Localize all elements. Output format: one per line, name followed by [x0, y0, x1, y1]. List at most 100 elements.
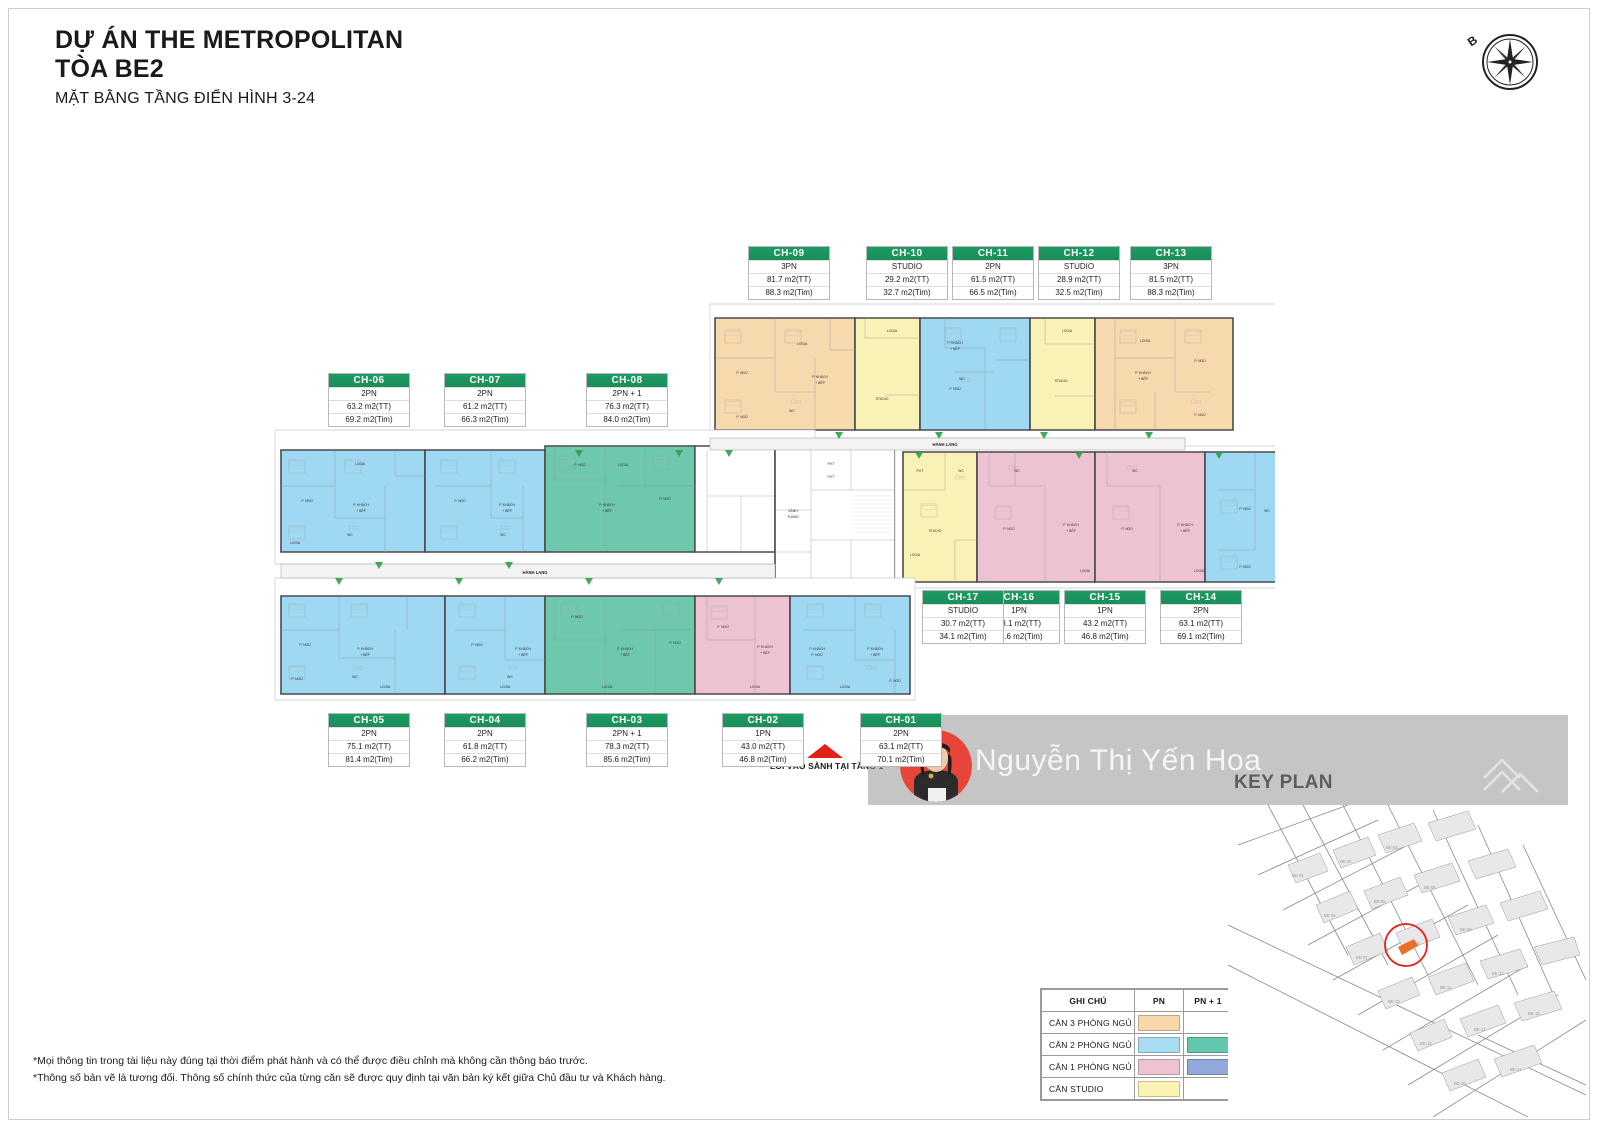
room-label: LOGIA [910, 553, 921, 557]
room-label: P. NGỦ [454, 498, 466, 503]
room-label: P. KHÁCH [947, 341, 963, 345]
room-label: WC [347, 533, 353, 537]
entry-arrow-icon [805, 742, 845, 760]
floor-subtitle: MẶT BẰNG TẦNG ĐIỂN HÌNH 3-24 [55, 90, 316, 107]
note-line-1: *Mọi thông tin trong tài liệu này đúng t… [33, 1055, 588, 1067]
unit-area-tt: 29.2 m2(TT) [867, 273, 947, 286]
unit-area-tt: 30.7 m2(TT) [923, 617, 1003, 630]
unit-code: CH-03 [587, 714, 667, 727]
room-label: P. NGỦ [811, 652, 823, 657]
room-label: LOGIA [1194, 569, 1205, 573]
svg-text:BE-16: BE-16 [1454, 1081, 1466, 1086]
room-label: WC [789, 409, 795, 413]
room-label: + BẾP [518, 652, 528, 657]
room-label: LOGIA [290, 541, 301, 545]
svg-text:BE-07: BE-07 [1356, 955, 1368, 960]
entry-label: LỐI VÀO SẢNH TẠI TẦNG 1 [770, 761, 884, 771]
unit-area-tt: 63.1 m2(TT) [1161, 617, 1241, 630]
plan-block-middle-left: P. NGỦ LOGIA P. KHÁCH + BẾP WC LOGIA P. … [274, 429, 816, 565]
room-label: + BẾP [950, 346, 960, 351]
legend-row: CĂN 2 PHÒNG NGỦ [1041, 1033, 1233, 1056]
room-label: LOGIA [1140, 339, 1151, 343]
unit-area-tt: 43.2 m2(TT) [1065, 617, 1145, 630]
room-label: LOGIA [380, 685, 391, 689]
room-label: P. KHÁCH [867, 647, 883, 651]
room-label: STUDIO [1055, 379, 1068, 383]
room-label: P. NGỦ [669, 640, 681, 645]
unit-type: STUDIO [867, 260, 947, 273]
compass-rose-icon: B [1465, 30, 1542, 94]
unit-type: STUDIO [1039, 260, 1119, 273]
unit-area-tim: 88.3 m2(Tim) [1131, 286, 1211, 299]
legend-row: CĂN 1 PHÒNG NGỦ [1041, 1055, 1233, 1078]
room-label: P. NGỦ [1194, 412, 1206, 417]
legend-header-pn: PN [1134, 989, 1184, 1012]
unit-type: 2PN [953, 260, 1033, 273]
room-label: P. NGỦ [301, 498, 313, 503]
room-label: + BẾP [1180, 528, 1190, 533]
svg-text:BE-04: BE-04 [1324, 913, 1336, 918]
unit-code: CH-04 [445, 714, 525, 727]
unit-code: CH-13 [1131, 247, 1211, 260]
room-label: LOGIA [500, 685, 511, 689]
room-label: P. NGỦ [889, 678, 901, 683]
lobby-stair-label: SẢNH [788, 508, 798, 513]
unit-area-tim: 32.7 m2(Tim) [867, 286, 947, 299]
unit-area-tt: 81.5 m2(TT) [1131, 273, 1211, 286]
unit-area-tt: 81.7 m2(TT) [749, 273, 829, 286]
unit-area-tim: 85.6 m2(Tim) [587, 753, 667, 766]
legend-header-pn1: PN + 1 [1183, 989, 1233, 1012]
project-name-line1: DỰ ÁN THE METROPOLITAN [55, 26, 404, 54]
unit-type: 2PN [329, 387, 409, 400]
plan-core-lobby: SẢNH THANG P.KT P.KT [774, 445, 896, 601]
room-label: P. KHÁCH [1135, 371, 1151, 375]
room-label: LOGIA [887, 329, 898, 333]
room-label: + BẾP [870, 652, 880, 657]
unit-type: 2PN [445, 727, 525, 740]
room-label: WC [959, 377, 965, 381]
agent-name: Nguyễn Thị Yến Hoa [975, 744, 1262, 777]
unit-type: 2PN [329, 727, 409, 740]
room-label: + BẾP [602, 508, 612, 513]
room-label: P. NGỦ [736, 414, 748, 419]
unit-area-tim: 34.1 m2(Tim) [923, 630, 1003, 643]
legend-swatch-pn [1134, 1011, 1184, 1034]
legend-row-label: CĂN 2 PHÒNG NGỦ [1041, 1033, 1135, 1056]
unit-code: CH-12 [1039, 247, 1119, 260]
unit-code: CH-07 [445, 374, 525, 387]
room-label: WC [1132, 469, 1138, 473]
unit-area-tim: 66.5 m2(Tim) [953, 286, 1033, 299]
unit-code: CH-17 [923, 591, 1003, 604]
unit-code: CH-09 [749, 247, 829, 260]
svg-text:BE-06: BE-06 [1424, 885, 1436, 890]
svg-text:BE-13: BE-13 [1420, 1041, 1432, 1046]
unit-type: 3PN [749, 260, 829, 273]
unit-area-tim: 46.8 m2(Tim) [723, 753, 803, 766]
plan-block-middle-right: STUDIO WC LOGIA P.KT P. NGỦ WC P. KHÁCH … [894, 445, 1275, 589]
unit-type: 1PN [1065, 604, 1145, 617]
room-label: P. KHÁCH [1177, 523, 1193, 527]
unit-type: 2PN + 1 [587, 387, 667, 400]
legend-swatch-pn [1134, 1055, 1184, 1078]
svg-text:BE-03: BE-03 [1386, 845, 1398, 850]
unit-type: 2PN [1161, 604, 1241, 617]
lobby-stair-label: THANG [787, 515, 799, 519]
